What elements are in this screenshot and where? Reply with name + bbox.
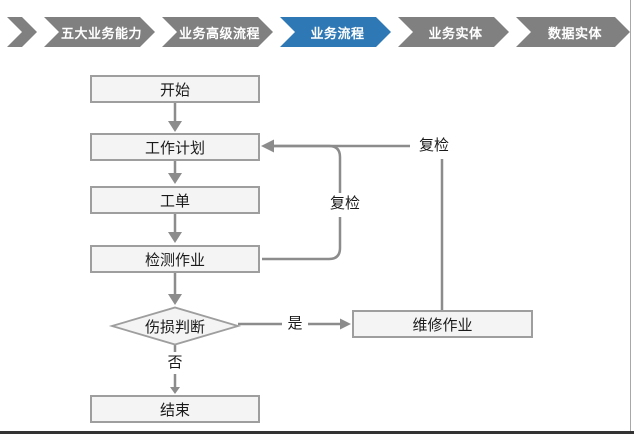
node-order: 工单 (90, 186, 260, 214)
breadcrumb-item-five-capabilities[interactable]: 五大业务能力 (44, 17, 155, 47)
arrowhead-into-repair (340, 318, 351, 330)
page-bottom-border (0, 431, 634, 434)
arrowhead-into-order (168, 173, 182, 184)
edge-label-recheck-inner: 复检 (323, 193, 367, 217)
node-inspect: 检测作业 (90, 245, 260, 273)
breadcrumb-item-high-level-process[interactable]: 业务高级流程 (162, 17, 273, 47)
arrowhead-into-plan-right (261, 139, 274, 153)
breadcrumb-item-business-entity[interactable]: 业务实体 (398, 17, 509, 47)
breadcrumb: 五大业务能力 业务高级流程 业务流程 业务实体 数据实体 (7, 17, 630, 47)
edge-repair-to-plan-recheck (266, 144, 444, 310)
edge-label-recheck-outer: 复检 (410, 135, 458, 159)
arrowhead-into-judge (168, 294, 182, 305)
page-right-border (630, 0, 631, 433)
node-plan: 工作计划 (90, 133, 260, 161)
node-end: 结束 (90, 395, 260, 423)
arrowhead-into-inspect (168, 232, 182, 243)
node-repair: 维修作业 (352, 310, 533, 338)
breadcrumb-item-data-entity[interactable]: 数据实体 (516, 17, 630, 47)
arrowhead-into-plan-top (168, 121, 182, 132)
arrowhead-into-end (170, 387, 180, 394)
node-judge-label: 伤损判断 (144, 319, 205, 336)
breadcrumb-lead-chevron-icon (7, 17, 37, 47)
edge-label-yes: 是 (282, 313, 308, 335)
node-start: 开始 (90, 75, 260, 103)
breadcrumb-item-business-process-active[interactable]: 业务流程 (280, 17, 391, 47)
edge-label-no: 否 (162, 352, 188, 374)
